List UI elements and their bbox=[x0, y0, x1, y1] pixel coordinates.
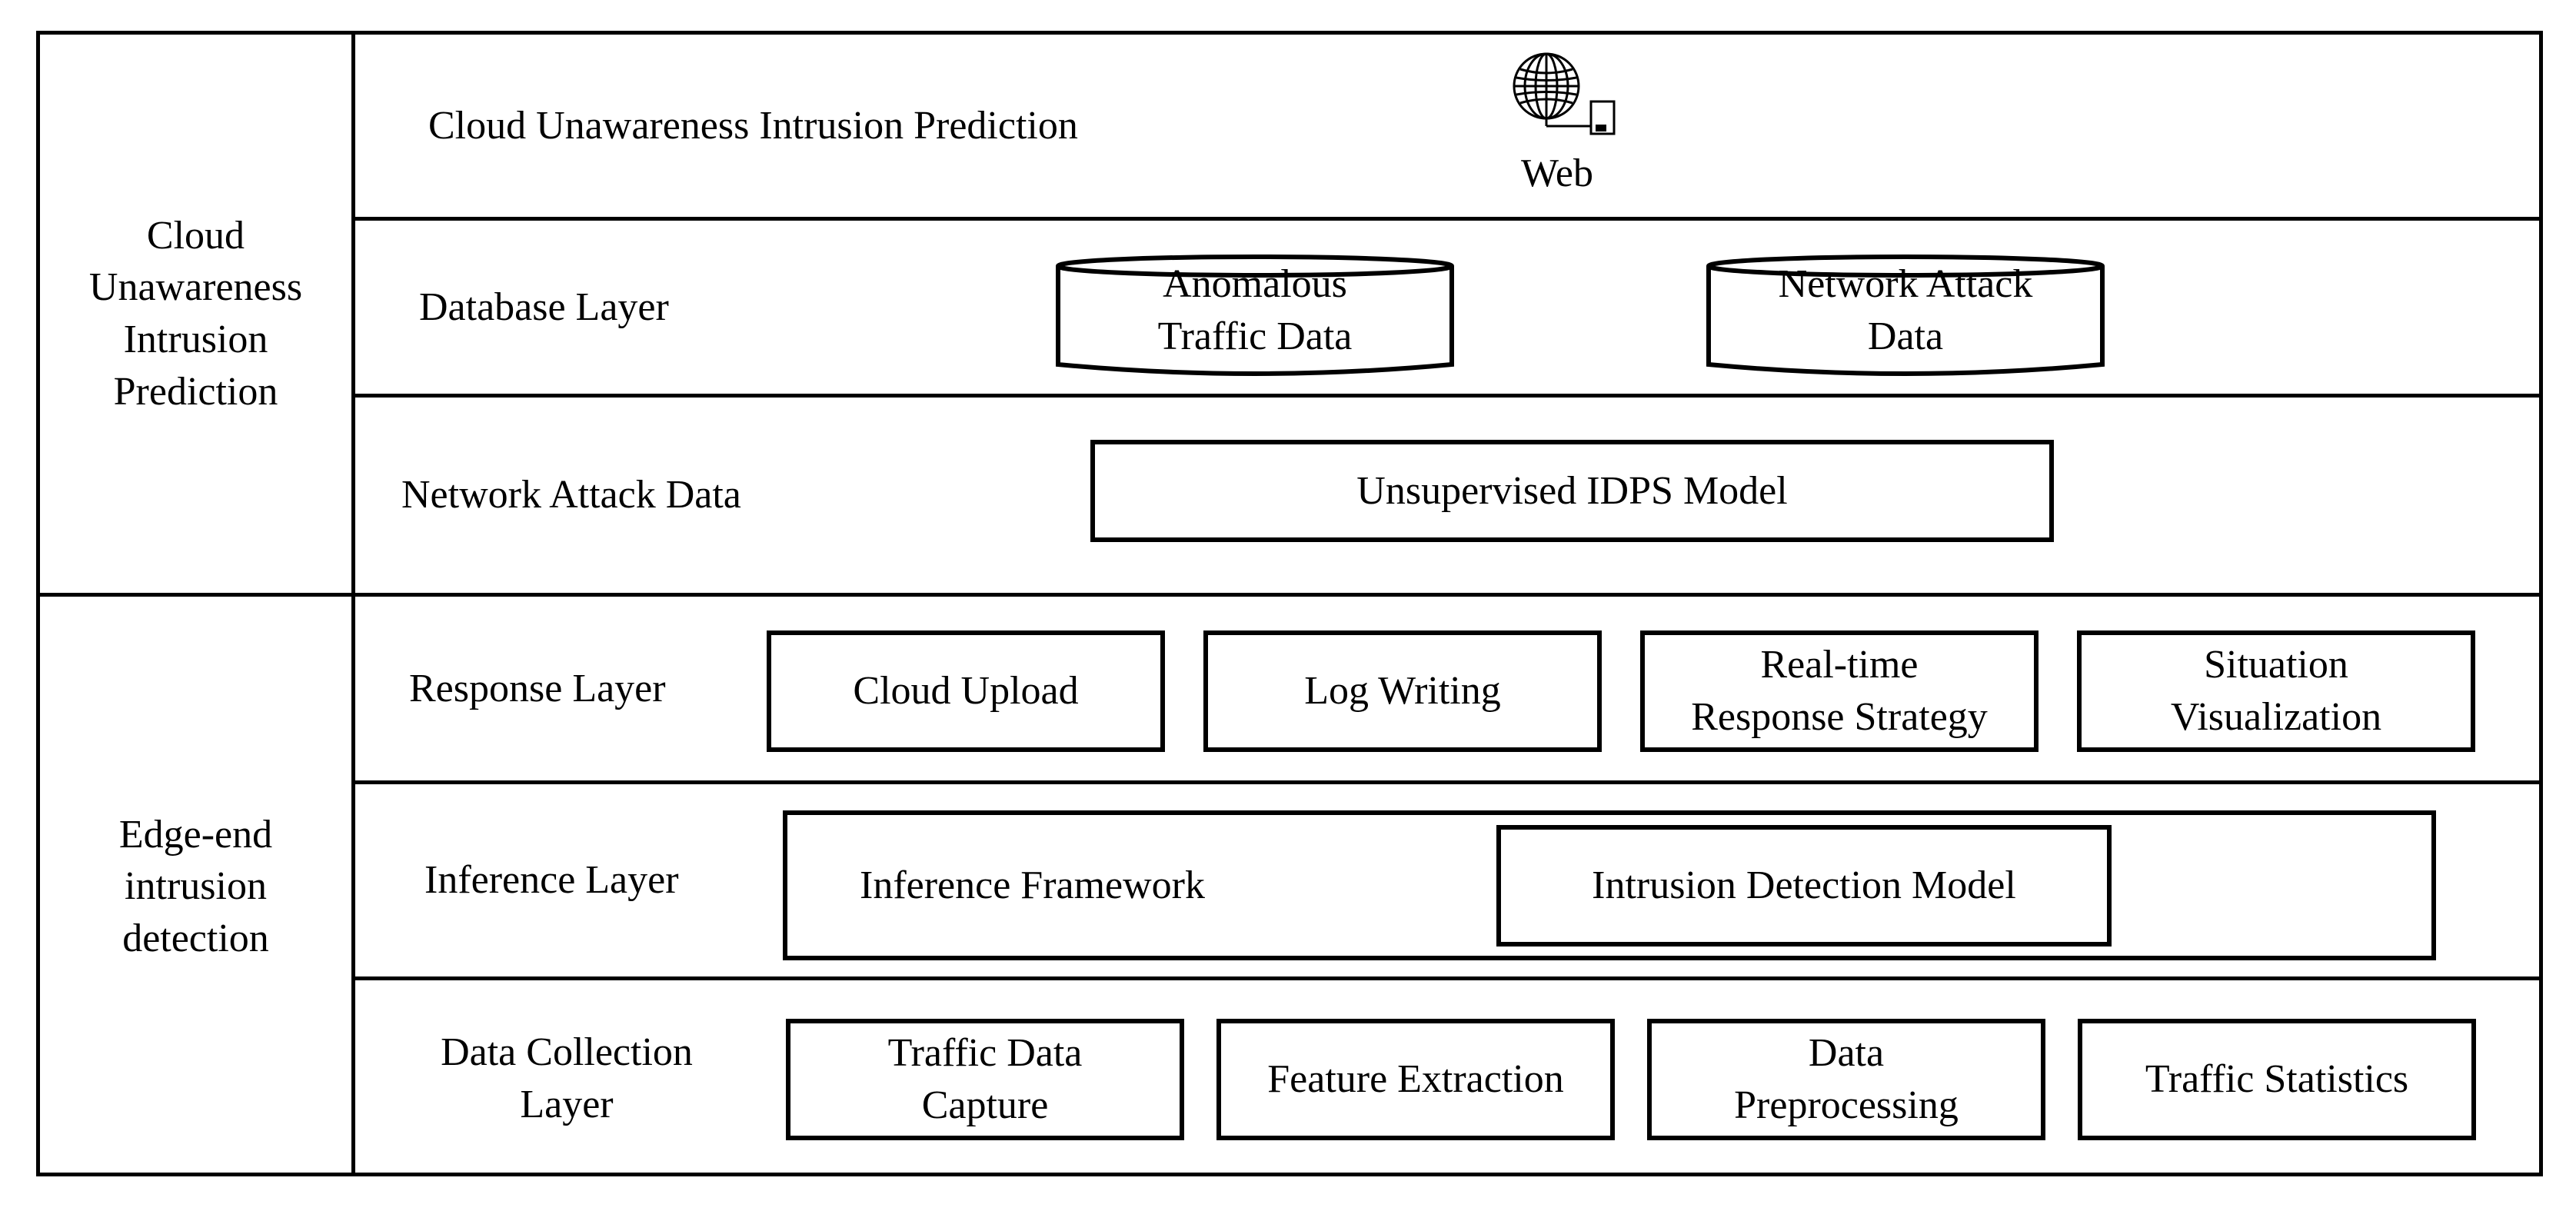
section-label-cloud: Cloud Unawareness Intrusion Prediction bbox=[88, 213, 303, 414]
inference-framework-label: Inference Framework bbox=[860, 863, 1205, 907]
response-cloud-upload: Cloud Upload bbox=[767, 630, 1165, 752]
web-icon-label: Web bbox=[1521, 151, 1593, 196]
row-divider-response bbox=[351, 780, 2543, 784]
collection-traffic-capture: Traffic Data Capture bbox=[786, 1019, 1184, 1140]
response-situation-visualization: Situation Visualization bbox=[2077, 630, 2475, 752]
section-divider bbox=[36, 593, 2543, 597]
collection-traffic-statistics: Traffic Statistics bbox=[2078, 1019, 2476, 1140]
section-label-edge: Edge-end intrusion detection bbox=[118, 812, 273, 960]
layer-label-web: Cloud Unawareness Intrusion Prediction bbox=[428, 103, 1078, 148]
collection-data-preprocessing: Data Preprocessing bbox=[1647, 1019, 2045, 1140]
response-log-writing: Log Writing bbox=[1203, 630, 1602, 752]
collection-feature-extraction: Feature Extraction bbox=[1216, 1019, 1615, 1140]
row-divider-database bbox=[351, 394, 2543, 398]
datastore-label: Network Attack Data bbox=[1778, 262, 2033, 358]
layer-label-data-collection: Data Collection Layer bbox=[441, 1030, 693, 1126]
row-divider-web bbox=[351, 217, 2543, 221]
globe-web-icon bbox=[1511, 52, 1619, 138]
datastore-network-attack: Network Attack Data bbox=[1706, 254, 2105, 377]
layer-label-response: Response Layer bbox=[409, 666, 666, 710]
datastore-label: Anomalous Traffic Data bbox=[1157, 262, 1353, 358]
layer-label-model: Network Attack Data bbox=[401, 473, 741, 517]
diagram-frame bbox=[36, 31, 2543, 1176]
response-realtime-strategy: Real-time Response Strategy bbox=[1640, 630, 2039, 752]
row-divider-inference bbox=[351, 976, 2543, 980]
idps-model-box: Unsupervised IDPS Model bbox=[1090, 440, 2054, 542]
layer-label-inference: Inference Layer bbox=[424, 858, 679, 903]
intrusion-detection-model-box: Intrusion Detection Model bbox=[1496, 825, 2112, 947]
column-divider bbox=[351, 31, 355, 1176]
datastore-anomalous-traffic: Anomalous Traffic Data bbox=[1055, 254, 1455, 377]
layer-label-database: Database Layer bbox=[419, 284, 669, 329]
